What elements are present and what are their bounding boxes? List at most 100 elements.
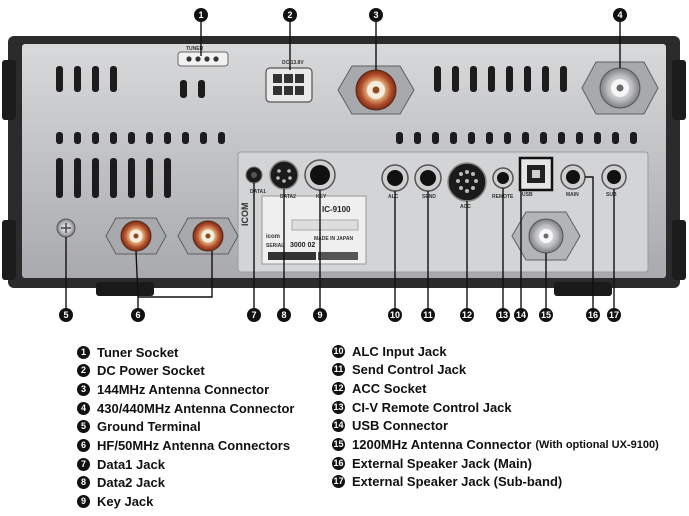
callout-number: 16: [588, 310, 598, 320]
legend-number: 16: [332, 456, 345, 470]
key-jack[interactable]: [304, 159, 336, 191]
legend-number: 17: [332, 475, 345, 489]
legend-number: 7: [77, 457, 90, 471]
panel-label: DATA1: [250, 189, 266, 195]
callout-number: 9: [317, 310, 322, 320]
vent-slot: [414, 132, 421, 144]
callout-badge-10: 10: [388, 308, 402, 322]
tuner-socket[interactable]: [177, 51, 229, 67]
antenna-connector-144mhz[interactable]: [337, 65, 415, 115]
alc-input-jack[interactable]: [381, 164, 409, 192]
legend-number: 8: [77, 476, 90, 490]
legend-label: Tuner Socket: [97, 344, 179, 360]
panel-label: ACC: [460, 204, 471, 210]
vent-slot: [540, 132, 547, 144]
acc-socket[interactable]: [447, 162, 487, 202]
vent-slot: [74, 66, 81, 92]
panel-label: DATA2: [280, 194, 296, 200]
vent-slot: [56, 158, 63, 198]
vent-slot: [92, 132, 99, 144]
sticker-serial: SERIAL: [266, 243, 284, 249]
vent-slot: [110, 132, 117, 144]
legend-number: 14: [332, 419, 345, 433]
callout-leader-6: [135, 250, 213, 308]
data1-jack[interactable]: [245, 166, 263, 184]
callout-badge-3: 3: [369, 8, 383, 22]
usb-connector[interactable]: [518, 156, 554, 192]
legend-number: 3: [77, 382, 90, 396]
ground-terminal[interactable]: [56, 218, 76, 238]
vent-slot: [558, 132, 565, 144]
panel-label: KEY: [316, 194, 327, 200]
vent-slot: [180, 80, 187, 98]
panel-label: SUB: [606, 192, 617, 198]
callout-number: 1: [198, 10, 203, 20]
vent-slot: [630, 132, 637, 144]
callout-badge-17: 17: [607, 308, 621, 322]
vent-slot: [504, 132, 511, 144]
ext-speaker-jack-sub[interactable]: [601, 164, 627, 190]
callout-number: 6: [135, 310, 140, 320]
chassis-side-left: [2, 60, 16, 120]
antenna-connector-hf-1[interactable]: [105, 217, 167, 255]
panel-label: TUNER: [186, 46, 204, 52]
vent-slot: [146, 158, 153, 198]
callout-badge-9: 9: [313, 308, 327, 322]
vent-slot: [594, 132, 601, 144]
send-control-jack[interactable]: [414, 164, 442, 192]
vent-slot: [486, 132, 493, 144]
vent-slot: [612, 132, 619, 144]
legend-number: 5: [77, 420, 90, 434]
legend-item-8: 8 Data2 Jack: [77, 474, 165, 492]
ext-speaker-jack-main[interactable]: [560, 164, 586, 190]
callout-number: 5: [63, 310, 68, 320]
callout-badge-13: 13: [496, 308, 510, 322]
callout-badge-15: 15: [539, 308, 553, 322]
legend-label: 1200MHz Antenna Connector: [352, 437, 532, 452]
callout-badge-1: 1: [194, 8, 208, 22]
vent-slot: [92, 66, 99, 92]
callout-leader-16: [585, 176, 594, 308]
callout-number: 8: [281, 310, 286, 320]
legend-label: Data2 Jack: [97, 475, 165, 491]
callout-badge-11: 11: [421, 308, 435, 322]
callout-badge-5: 5: [59, 308, 73, 322]
callout-badge-7: 7: [247, 308, 261, 322]
vent-slot: [128, 132, 135, 144]
antenna-connector-430mhz[interactable]: [581, 61, 659, 115]
sticker-made-in: MADE IN JAPAN: [314, 236, 353, 242]
legend-label: Send Control Jack: [352, 362, 467, 378]
foot-right: [554, 282, 612, 296]
vent-slot: [488, 66, 495, 92]
legend-number: 2: [77, 364, 90, 378]
legend-number: 1: [77, 345, 90, 359]
callout-badge-16: 16: [586, 308, 600, 322]
vent-slot: [200, 132, 207, 144]
rear-panel-illustration: IC-9100 MADE IN JAPAN icom SERIAL 3000 0…: [2, 8, 686, 322]
vent-slot: [218, 132, 225, 144]
callout-badge-12: 12: [460, 308, 474, 322]
vent-slot: [198, 80, 205, 98]
callout-number: 2: [287, 10, 292, 20]
vent-slot: [164, 158, 171, 198]
vent-slot: [522, 132, 529, 144]
civ-remote-jack[interactable]: [492, 167, 514, 189]
data2-jack[interactable]: [269, 160, 299, 190]
sticker-serial-number: 3000 02: [290, 242, 315, 249]
legend-number: 6: [77, 439, 90, 452]
dc-power-socket[interactable]: [265, 67, 313, 103]
antenna-connector-hf-2[interactable]: [177, 217, 239, 255]
vent-slot: [434, 66, 441, 92]
legend-label: 430/440MHz Antenna Connector: [97, 400, 295, 416]
antenna-connector-1200mhz[interactable]: [511, 211, 581, 261]
legend-number: 4: [77, 401, 90, 415]
